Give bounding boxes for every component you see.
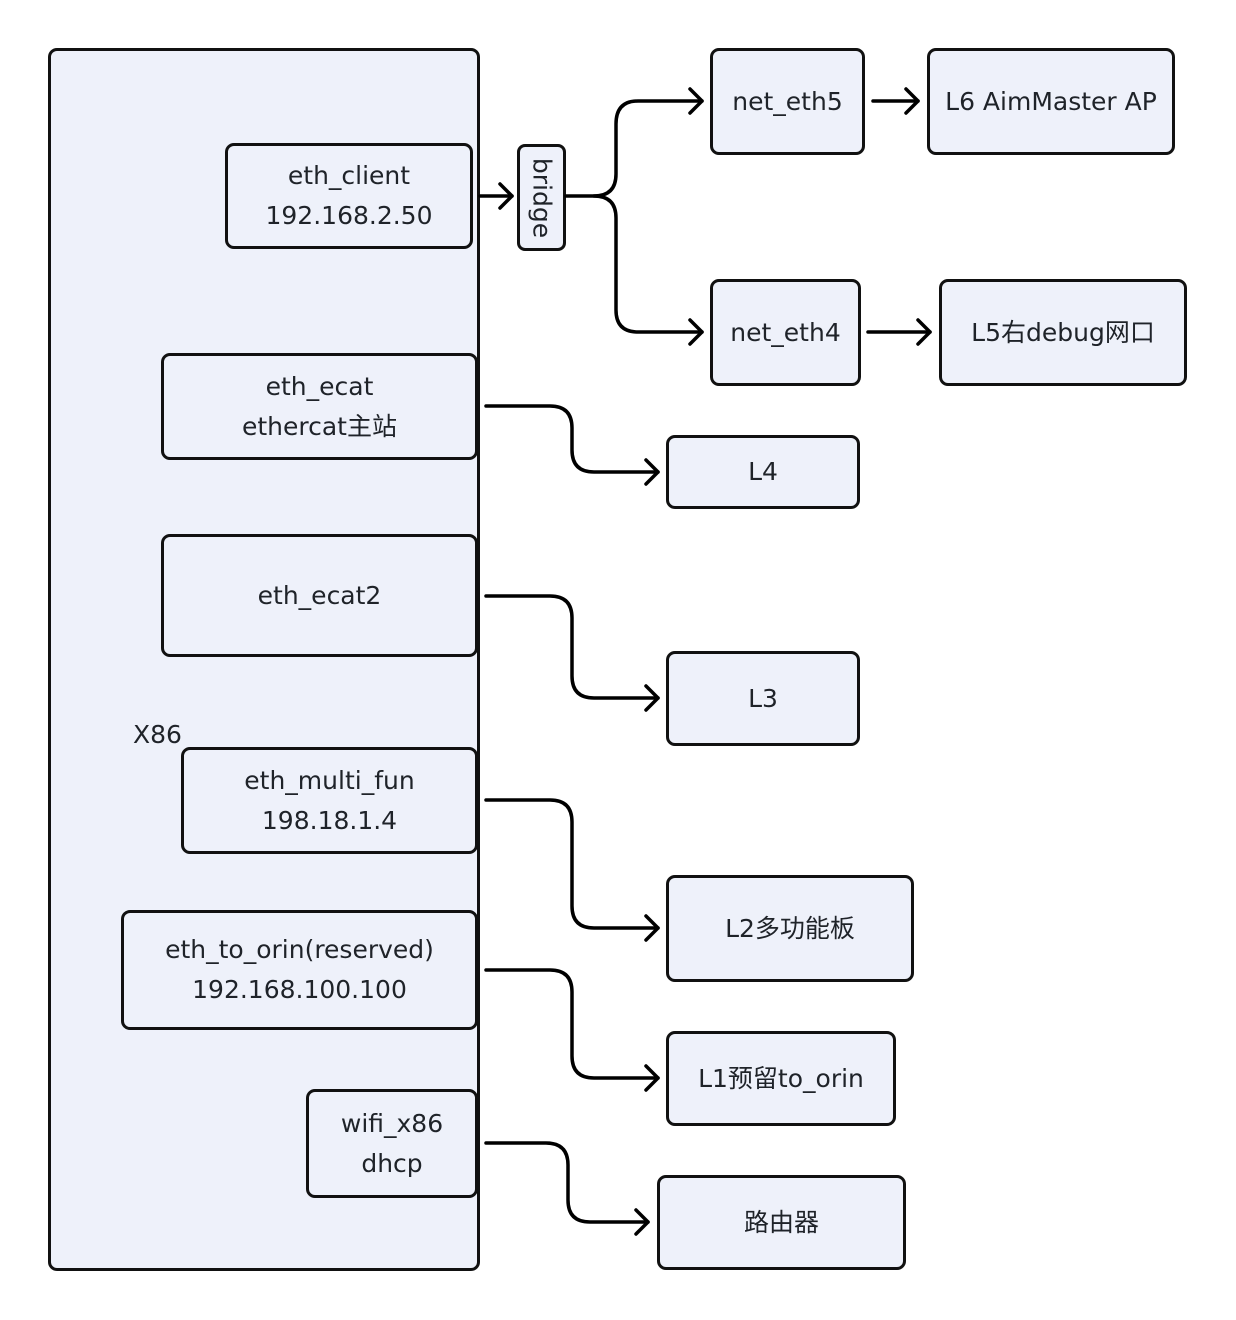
eth-client-name: eth_client [287, 161, 411, 190]
edge-net-eth5-l6 [871, 87, 920, 115]
edge-bridge-net-eth4 [592, 194, 704, 346]
eth-ecat2-box[interactable]: eth_ecat2 [161, 534, 478, 657]
l1-label: L1预留to_orin [698, 1063, 864, 1093]
edge-eth-ecat2-l3 [484, 594, 660, 712]
eth-to-orin-name: eth_to_orin(reserved) [165, 935, 434, 964]
wifi-x86-name: wifi_x86 [340, 1108, 444, 1138]
l3-label: L3 [748, 683, 778, 713]
eth-ecat-box[interactable]: eth_ecat ethercat主站 [161, 353, 478, 460]
wifi-x86-box[interactable]: wifi_x86 dhcp [306, 1089, 478, 1198]
net-eth4-label: net_eth4 [730, 317, 841, 347]
x86-container [48, 48, 480, 1271]
edge-eth-multi-fun-l2 [484, 798, 660, 942]
eth-multi-fun-box[interactable]: eth_multi_fun 198.18.1.4 [181, 747, 478, 854]
l6-label: L6 AimMaster AP [945, 86, 1157, 116]
net-eth4-box[interactable]: net_eth4 [710, 279, 861, 386]
bridge-node[interactable]: bridge [517, 144, 566, 251]
l5-debug-port-box[interactable]: L5右debug网口 [939, 279, 1187, 386]
edge-net-eth4-l5 [866, 318, 932, 346]
l2-label: L2多功能板 [725, 913, 855, 943]
edge-bridge-net-eth5 [564, 87, 704, 198]
eth-ecat2-name: eth_ecat2 [257, 580, 382, 610]
l6-aimmaster-ap-box[interactable]: L6 AimMaster AP [927, 48, 1175, 155]
eth-multi-fun-name: eth_multi_fun [244, 765, 415, 795]
router-label: 路由器 [743, 1207, 819, 1237]
l4-box[interactable]: L4 [666, 435, 860, 509]
router-box[interactable]: 路由器 [657, 1175, 906, 1270]
l3-box[interactable]: L3 [666, 651, 860, 746]
x86-label: X86 [133, 720, 182, 749]
eth-ecat-desc: ethercat主站 [241, 411, 397, 441]
l5-label: L5右debug网口 [971, 317, 1155, 347]
edge-eth-to-orin-l1 [484, 968, 660, 1092]
l2-multifunction-board-box[interactable]: L2多功能板 [666, 875, 914, 982]
edge-wifi-x86-router [484, 1141, 650, 1236]
eth-ecat-name: eth_ecat [265, 371, 374, 401]
eth-to-orin-box[interactable]: eth_to_orin(reserved) 192.168.100.100 [121, 910, 478, 1030]
l4-label: L4 [748, 457, 778, 486]
net-eth5-label: net_eth5 [732, 86, 843, 116]
eth-client-ip: 192.168.2.50 [265, 201, 433, 230]
edge-eth-client-bridge [478, 182, 514, 210]
eth-to-orin-ip: 192.168.100.100 [192, 975, 407, 1004]
eth-multi-fun-ip: 198.18.1.4 [261, 805, 398, 835]
eth-client-box[interactable]: eth_client 192.168.2.50 [225, 143, 473, 249]
net-eth5-box[interactable]: net_eth5 [710, 48, 865, 155]
edge-eth-ecat-l4 [484, 404, 660, 486]
l1-reserved-orin-box[interactable]: L1预留to_orin [666, 1031, 896, 1126]
wifi-x86-mode: dhcp [361, 1148, 423, 1178]
